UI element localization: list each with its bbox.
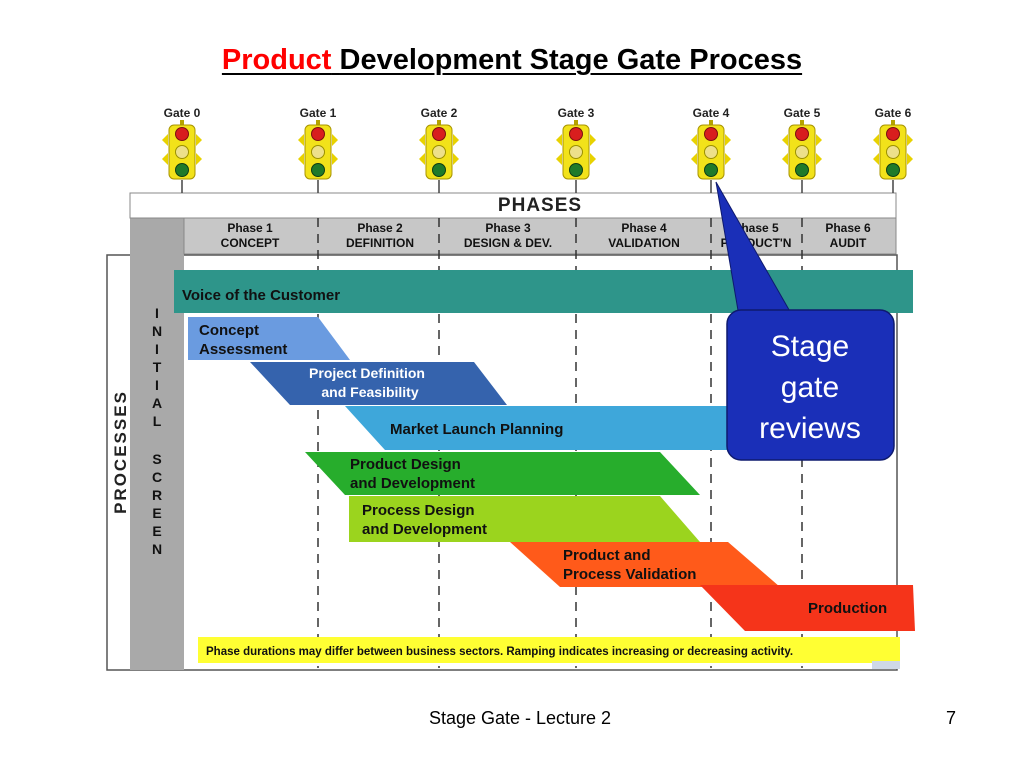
market-launch-band bbox=[345, 406, 770, 450]
process-label-market: Market Launch Planning bbox=[390, 421, 563, 438]
process-label-product-design-2: and Development bbox=[350, 475, 475, 492]
callout-line-1: Stage bbox=[770, 330, 850, 363]
gate-6: Gate 6 bbox=[873, 106, 913, 193]
process-label-concept-2: Assessment bbox=[199, 341, 287, 358]
stage-gate-reviews-callout: Stage gate reviews bbox=[730, 326, 890, 449]
initial-screen-letter: R bbox=[152, 487, 162, 503]
gate-1: Gate 1 bbox=[298, 106, 338, 193]
process-label-process-design-2: and Development bbox=[362, 521, 487, 538]
note-bar bbox=[198, 637, 900, 663]
processes-label: PROCESSES bbox=[111, 390, 130, 514]
note-text: Phase durations may differ between busin… bbox=[206, 646, 793, 658]
slide-title: Product Development Stage Gate Process bbox=[0, 44, 1024, 77]
phase-name: AUDIT bbox=[830, 236, 867, 250]
title-accent: Product bbox=[221, 44, 332, 76]
gate-label: Gate 3 bbox=[558, 106, 595, 120]
initial-screen-letter: E bbox=[152, 523, 161, 539]
voice-of-customer-band bbox=[174, 270, 913, 313]
footer-text: Stage Gate - Lecture 2 bbox=[428, 708, 612, 728]
concept-assessment-band bbox=[188, 317, 350, 360]
page-number: 7 bbox=[946, 708, 957, 728]
gate-label: Gate 0 bbox=[164, 106, 201, 120]
production-band bbox=[700, 585, 915, 631]
process-label-project-2: and Feasibility bbox=[321, 384, 418, 400]
phase-name: VALIDATION bbox=[608, 236, 680, 250]
process-label-product-design-1: Product Design bbox=[350, 456, 461, 473]
callout-line-2: gate bbox=[780, 371, 840, 404]
gate-3: Gate 3 bbox=[556, 106, 596, 193]
phase-number: Phase 3 bbox=[485, 221, 531, 235]
initial-screen-letter: T bbox=[153, 359, 162, 375]
process-label-validation-2: Process Validation bbox=[563, 566, 696, 583]
initial-screen-letter: A bbox=[152, 395, 162, 411]
gate-4: Gate 4 bbox=[691, 106, 731, 193]
phase-name: CONCEPT bbox=[221, 236, 280, 250]
traffic-light-icon bbox=[162, 120, 202, 180]
initial-screen-letter: N bbox=[152, 541, 162, 557]
gate-label: Gate 2 bbox=[421, 106, 458, 120]
gate-label: Gate 6 bbox=[875, 106, 912, 120]
phase-name: DESIGN & DEV. bbox=[464, 236, 552, 250]
callout-box bbox=[726, 309, 895, 461]
gate-label: Gate 4 bbox=[693, 106, 730, 120]
title-rest: Development Stage Gate Process bbox=[339, 44, 803, 76]
phases-header: PHASES bbox=[498, 195, 582, 216]
phase-number: Phase 4 bbox=[621, 221, 667, 235]
process-label-production: Production bbox=[808, 600, 887, 617]
process-label-process-design-1: Process Design bbox=[362, 502, 475, 519]
traffic-light-icon bbox=[298, 120, 338, 180]
note-shadow bbox=[872, 661, 900, 669]
phases-band bbox=[129, 192, 897, 219]
phase-header-row bbox=[183, 217, 897, 255]
traffic-light-icon bbox=[419, 120, 459, 180]
traffic-light-icon bbox=[873, 120, 913, 180]
gate-0: Gate 0 bbox=[162, 106, 202, 193]
gate-2: Gate 2 bbox=[419, 106, 459, 193]
gate-5: Gate 5 bbox=[782, 106, 822, 193]
initial-screen-letter: I bbox=[155, 305, 159, 321]
gate-label: Gate 1 bbox=[300, 106, 337, 120]
validation-band bbox=[510, 542, 780, 587]
phase-number: Phase 6 bbox=[825, 221, 871, 235]
phase-number: Phase 2 bbox=[357, 221, 403, 235]
gate-label: Gate 5 bbox=[784, 106, 821, 120]
traffic-light-icon bbox=[782, 120, 822, 180]
process-label-voice: Voice of the Customer bbox=[182, 287, 340, 304]
phase-name: DEFINITION bbox=[346, 236, 414, 250]
process-label-project-1: Project Definition bbox=[309, 365, 425, 381]
initial-screen-letter: S bbox=[152, 451, 161, 467]
initial-screen-letter: E bbox=[152, 505, 161, 521]
initial-screen-letter: I bbox=[155, 377, 159, 393]
initial-screen-letter: I bbox=[155, 341, 159, 357]
project-definition-band bbox=[250, 362, 507, 405]
initial-screen-letter: N bbox=[152, 323, 162, 339]
traffic-light-icon bbox=[691, 120, 731, 180]
product-design-band bbox=[305, 452, 700, 495]
phase-number: Phase 1 bbox=[227, 221, 273, 235]
traffic-light-icon bbox=[556, 120, 596, 180]
process-label-validation-1: Product and bbox=[563, 547, 651, 564]
initial-screen-letter: L bbox=[153, 413, 162, 429]
process-design-band bbox=[349, 496, 700, 542]
initial-screen-letter: C bbox=[152, 469, 162, 485]
process-label-concept-1: Concept bbox=[199, 322, 259, 339]
callout-line-3: reviews bbox=[759, 412, 861, 445]
